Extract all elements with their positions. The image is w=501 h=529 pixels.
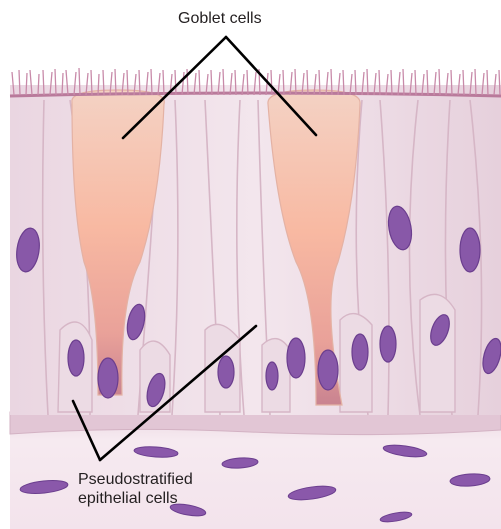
nucleus (218, 356, 234, 388)
nucleus (318, 350, 338, 390)
nucleus (460, 228, 480, 272)
nucleus (380, 326, 396, 362)
nucleus (352, 334, 368, 370)
goblet-cells-label: Goblet cells (178, 9, 262, 28)
nucleus (287, 338, 305, 378)
pseudostratified-label-line1: Pseudostratified (78, 470, 193, 489)
nucleus (266, 362, 278, 390)
nucleus (98, 358, 118, 398)
nucleus (68, 340, 84, 376)
pseudostratified-label-line2: epithelial cells (78, 489, 178, 508)
